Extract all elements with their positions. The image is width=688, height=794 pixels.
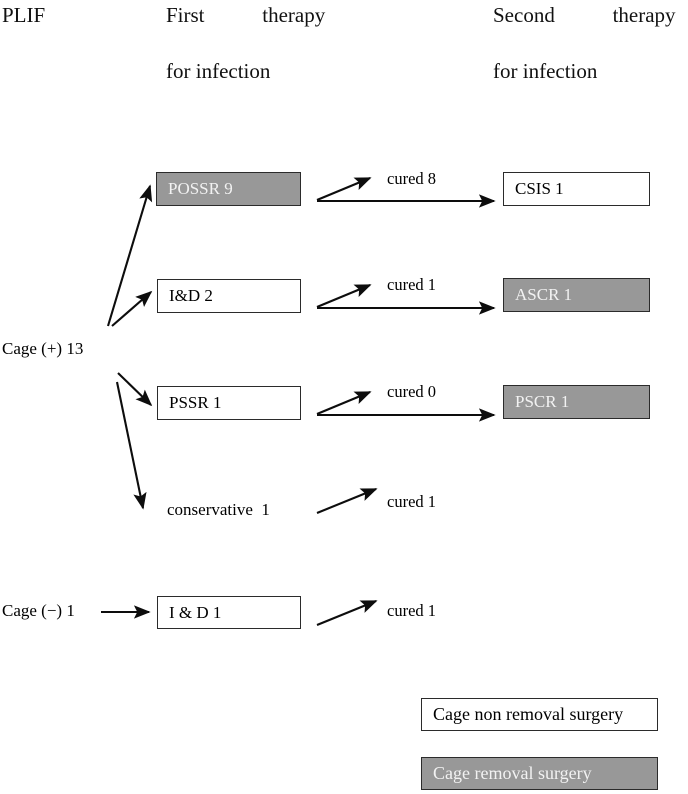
cured-label-row-3: cured 0: [387, 382, 437, 401]
second-therapy-box-ascr[interactable]: ASCR 1: [503, 278, 650, 312]
first-therapy-box-ind[interactable]: I&D 2: [157, 279, 301, 313]
arrow-ind-to-cured: [316, 284, 372, 308]
group-label-cage-positive: Cage (+) 13: [2, 339, 84, 358]
second-therapy-box-csis[interactable]: CSIS 1: [503, 172, 650, 206]
first-therapy-label-conservative: conservative 1: [167, 500, 270, 519]
cured-label-row-2: cured 1: [387, 275, 437, 294]
cured-label-bottom-row: cured 1: [387, 601, 437, 620]
arrow-i-and-d-to-cured: [316, 600, 378, 626]
legend-item-cage-non-removal: Cage non removal surgery: [421, 698, 658, 731]
header-second-therapy-line2: for infection: [493, 59, 598, 83]
arrow-cage-positive-to-ind: [111, 290, 153, 327]
header-second-therapy-line1: Second therapy: [493, 3, 676, 27]
arrow-cage-positive-to-possr: [106, 184, 153, 327]
arrow-cage-positive-to-pssr: [117, 372, 153, 407]
arrow-conservative-to-cured: [316, 488, 378, 514]
arrow-cage-positive-to-conservative: [115, 381, 147, 510]
second-therapy-box-pscr[interactable]: PSCR 1: [503, 385, 650, 419]
first-therapy-box-i-and-d[interactable]: I & D 1: [157, 596, 301, 629]
first-therapy-box-pssr[interactable]: PSSR 1: [157, 386, 301, 420]
arrow-possr-to-cured: [316, 177, 372, 201]
arrow-pssr-to-cured: [316, 391, 372, 415]
header-plif: PLIF: [2, 3, 46, 27]
cured-label-row-1: cured 8: [387, 169, 437, 188]
cured-label-row-4: cured 1: [387, 492, 437, 511]
header-first-therapy-line1: First therapy: [166, 3, 326, 27]
first-therapy-box-possr[interactable]: POSSR 9: [156, 172, 301, 206]
header-first-therapy-line2: for infection: [166, 59, 271, 83]
group-label-cage-negative: Cage (−) 1: [2, 601, 75, 620]
legend-item-cage-removal: Cage removal surgery: [421, 757, 658, 790]
